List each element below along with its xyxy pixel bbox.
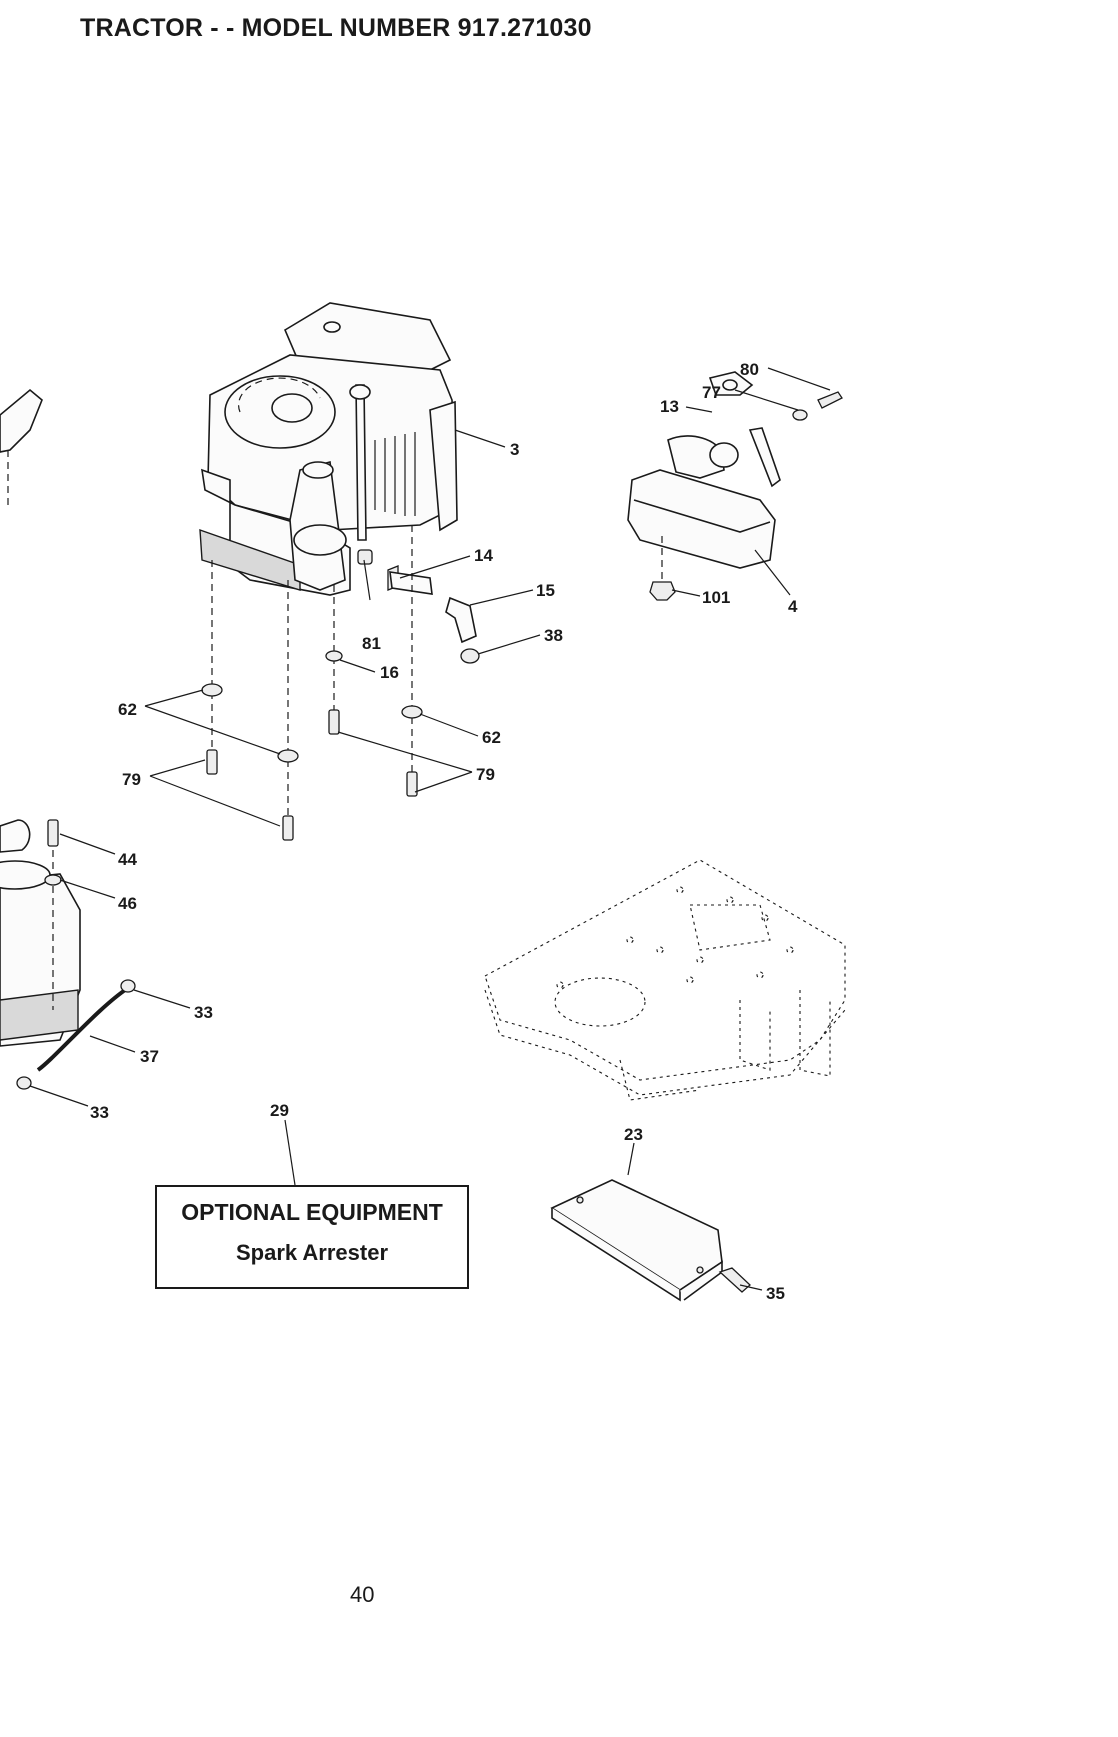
callout-4: 4 (788, 597, 798, 616)
callout-15: 15 (536, 581, 555, 600)
callout-79-right: 79 (476, 765, 495, 784)
callout-38: 38 (544, 626, 563, 645)
callout-37: 37 (140, 1047, 159, 1066)
engine (200, 303, 479, 663)
page-number: 40 (350, 1582, 374, 1608)
optional-equipment-subtitle: Spark Arrester (157, 1240, 467, 1266)
callout-35: 35 (766, 1284, 785, 1303)
callout-3: 3 (510, 440, 519, 459)
callout-62-right: 62 (482, 728, 501, 747)
page-title: TRACTOR - - MODEL NUMBER 917.271030 (80, 14, 592, 43)
optional-equipment-title: OPTIONAL EQUIPMENT (157, 1199, 467, 1226)
callout-44: 44 (118, 850, 137, 869)
callout-77: 77 (702, 383, 721, 402)
callout-46: 46 (118, 894, 137, 913)
heat-shield (552, 1180, 750, 1300)
callout-13: 13 (660, 397, 679, 416)
callout-80: 80 (740, 360, 759, 379)
callout-81: 81 (362, 634, 381, 653)
chassis-plate (485, 860, 845, 1100)
callout-101: 101 (702, 588, 730, 607)
callout-14: 14 (474, 546, 493, 565)
optional-equipment-box: OPTIONAL EQUIPMENT Spark Arrester (155, 1185, 469, 1289)
callout-79-left: 79 (122, 770, 141, 789)
callout-33-lower: 33 (90, 1103, 109, 1122)
callout-62-left: 62 (118, 700, 137, 719)
fuel-tank (0, 820, 135, 1089)
callout-29: 29 (270, 1101, 289, 1120)
callout-23: 23 (624, 1125, 643, 1144)
left-partial-part (0, 390, 42, 510)
callout-33-upper: 33 (194, 1003, 213, 1022)
callout-16: 16 (380, 663, 399, 682)
